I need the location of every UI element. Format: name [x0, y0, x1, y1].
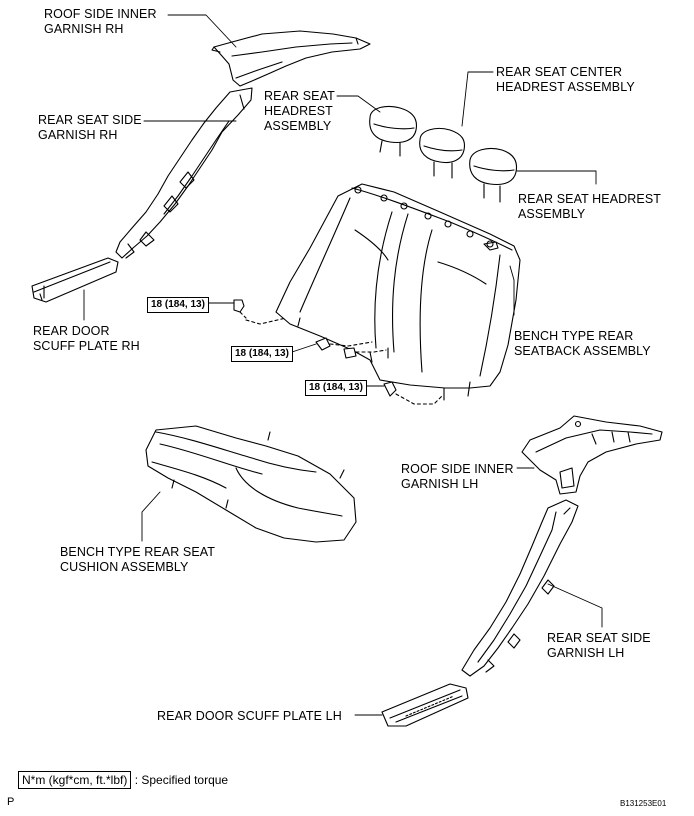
rear-seat-cushion-part — [145, 425, 357, 543]
label-line: GARNISH LH — [401, 477, 479, 491]
label-bench-type-rear-seatback: BENCH TYPE REAR SEATBACK ASSEMBLY — [514, 329, 651, 359]
label-line: HEADREST ASSEMBLY — [496, 80, 635, 94]
label-line: REAR SEAT CENTER — [496, 65, 623, 79]
label-line: GARNISH RH — [38, 128, 118, 142]
label-line: ROOF SIDE INNER — [44, 7, 157, 21]
label-line: ROOF SIDE INNER — [401, 462, 514, 476]
label-line: SCUFF PLATE RH — [33, 339, 140, 353]
label-rear-seat-headrest-left: REAR SEAT HEADREST ASSEMBLY — [264, 89, 335, 134]
legend-description: : Specified torque — [134, 773, 229, 787]
label-roof-side-inner-garnish-lh: ROOF SIDE INNER GARNISH LH — [401, 462, 514, 492]
label-line: REAR SEAT — [264, 89, 335, 103]
label-rear-seat-side-garnish-lh: REAR SEAT SIDE GARNISH LH — [547, 631, 651, 661]
headrest-right-part — [469, 147, 518, 203]
rear-seat-side-garnish-rh-part — [115, 87, 253, 259]
label-line: REAR DOOR — [33, 324, 110, 338]
torque-legend: N*m (kgf*cm, ft.*lbf) : Specified torque — [18, 771, 229, 789]
label-line: HEADREST — [264, 104, 333, 118]
label-line: ASSEMBLY — [264, 119, 332, 133]
label-line: SEATBACK ASSEMBLY — [514, 344, 651, 358]
rear-seatback-part — [275, 183, 521, 401]
headrest-center-part — [419, 127, 466, 179]
torque-spec-box: 18 (184, 13) — [147, 297, 209, 313]
leader-lines — [83, 14, 603, 716]
rear-door-scuff-plate-rh-part — [31, 257, 119, 303]
label-rear-seat-side-garnish-rh: REAR SEAT SIDE GARNISH RH — [38, 113, 142, 143]
label-line: GARNISH LH — [547, 646, 625, 660]
label-roof-side-inner-garnish-rh: ROOF SIDE INNER GARNISH RH — [44, 7, 157, 37]
torque-spec-box: 18 (184, 13) — [231, 346, 293, 362]
label-line: CUSHION ASSEMBLY — [60, 560, 189, 574]
label-line: REAR SEAT SIDE — [38, 113, 142, 127]
label-line: REAR SEAT HEADREST — [518, 192, 662, 206]
label-rear-seat-center-headrest: REAR SEAT CENTER HEADREST ASSEMBLY — [496, 65, 635, 95]
roof-side-inner-garnish-rh-part — [211, 30, 371, 87]
legend-unit-box: N*m (kgf*cm, ft.*lbf) — [18, 771, 132, 789]
roof-side-inner-garnish-lh-part — [521, 415, 663, 495]
headrest-left-part — [369, 105, 418, 157]
label-rear-seat-headrest-right: REAR SEAT HEADREST ASSEMBLY — [518, 192, 661, 222]
seatback-bolts — [233, 299, 443, 405]
label-rear-door-scuff-plate-lh: REAR DOOR SCUFF PLATE LH — [157, 709, 342, 723]
figure-id: B131253E01 — [620, 799, 667, 808]
label-rear-door-scuff-plate-rh: REAR DOOR SCUFF PLATE RH — [33, 324, 140, 354]
label-line: GARNISH RH — [44, 22, 124, 36]
label-line: ASSEMBLY — [518, 207, 586, 221]
rear-seat-side-garnish-lh-part — [461, 499, 579, 677]
torque-spec-box: 18 (184, 13) — [305, 380, 367, 396]
page-code-left: P — [7, 796, 15, 808]
label-line: BENCH TYPE REAR SEAT — [60, 545, 216, 559]
label-line: BENCH TYPE REAR — [514, 329, 634, 343]
rear-door-scuff-plate-lh-part — [381, 683, 469, 727]
label-line: REAR SEAT SIDE — [547, 631, 651, 645]
label-bench-type-rear-seat-cushion: BENCH TYPE REAR SEAT CUSHION ASSEMBLY — [60, 545, 215, 575]
